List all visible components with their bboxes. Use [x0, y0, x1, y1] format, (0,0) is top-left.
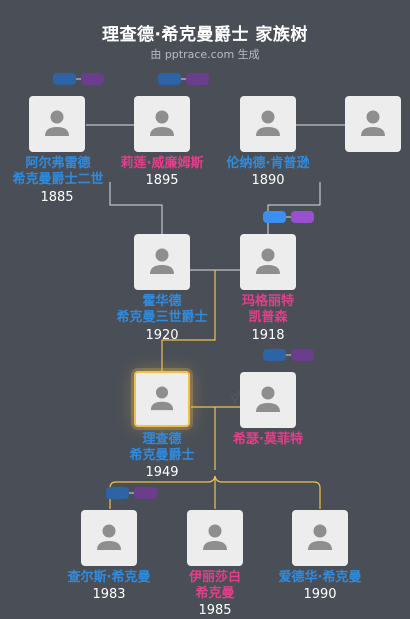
person-avatar-icon [361, 110, 385, 136]
person-birth-year: 1990 [303, 587, 337, 602]
person-name-line1: 查尔斯·希克曼 [67, 570, 151, 585]
person-name-line1: 玛格丽特 [241, 294, 294, 309]
expand-toggles-p2[interactable] [158, 73, 218, 85]
expand-spouse-toggle[interactable] [186, 73, 209, 85]
expand-up-toggle[interactable] [158, 73, 181, 85]
person-card-p1[interactable] [29, 96, 85, 152]
person-card-p8[interactable] [240, 372, 296, 428]
person-birth-year: 1985 [198, 603, 232, 618]
person-name-line1: 伦纳德·肯普逊 [226, 156, 310, 171]
expand-spouse-toggle[interactable] [81, 73, 104, 85]
expand-spouse-toggle[interactable] [291, 211, 314, 223]
person-name-line1: 希瑟·莫菲特 [233, 432, 303, 447]
expand-spouse-toggle[interactable] [134, 487, 157, 499]
person-card-p7-focus[interactable] [134, 371, 190, 427]
person-avatar-icon [97, 524, 121, 550]
page-title: 理查德·希克曼爵士 家族树 [102, 25, 308, 45]
expand-spouse-toggle[interactable] [291, 349, 314, 361]
expand-up-toggle[interactable] [263, 211, 286, 223]
person-card-p11[interactable] [292, 510, 348, 566]
descent-line-p6 [267, 182, 321, 234]
person-birth-year: 1949 [145, 465, 179, 480]
expand-up-toggle[interactable] [53, 73, 76, 85]
person-card-p9[interactable] [81, 510, 137, 566]
person-name-line1: 理查德 [142, 432, 182, 447]
person-avatar-icon [150, 248, 174, 274]
person-name-line2: 凯普森 [248, 310, 288, 325]
person-avatar-icon [203, 524, 227, 550]
person-birth-year: 1895 [145, 173, 179, 188]
person-birth-year: 1890 [251, 173, 285, 188]
expand-up-toggle[interactable] [263, 349, 286, 361]
person-avatar-icon [45, 110, 69, 136]
descent-line-p5 [109, 182, 163, 234]
person-name-line2: 希克曼三世爵士 [116, 310, 208, 325]
person-card-p10[interactable] [187, 510, 243, 566]
person-card-p2[interactable] [134, 96, 190, 152]
person-avatar-icon [150, 386, 174, 411]
person-birth-year: 1920 [145, 328, 179, 343]
expand-toggles-p1[interactable] [53, 73, 113, 85]
person-name-line1: 莉莲·威廉姆斯 [120, 156, 204, 171]
person-card-p5[interactable] [134, 234, 190, 290]
expand-toggles-p6[interactable] [263, 211, 323, 223]
descent-line-p7 [161, 270, 216, 371]
person-name-line2: 希克曼爵士 [129, 448, 195, 463]
person-birth-year: 1983 [92, 587, 126, 602]
page-subtitle: 由 pptrace.com 生成 [150, 48, 260, 61]
person-birth-year: 1918 [251, 328, 285, 343]
person-birth-year: 1885 [40, 190, 74, 205]
person-avatar-icon [256, 110, 280, 136]
person-avatar-icon [256, 248, 280, 274]
person-avatar-icon [256, 386, 280, 412]
person-name-line2: 希克曼 [195, 586, 235, 601]
person-avatar-icon [150, 110, 174, 136]
expand-up-toggle[interactable] [106, 487, 129, 499]
expand-toggles-p8[interactable] [263, 349, 323, 361]
person-name-line2: 希克曼爵士二世 [12, 172, 104, 187]
person-name-line1: 霍华德 [142, 294, 182, 309]
person-card-p6[interactable] [240, 234, 296, 290]
person-name-line1: 伊丽莎白 [188, 570, 241, 585]
expand-toggles-p9[interactable] [106, 487, 166, 499]
person-name-line1: 阿尔弗雷德 [25, 156, 91, 171]
person-avatar-icon [308, 524, 332, 550]
person-card-p3[interactable] [240, 96, 296, 152]
person-card-p4[interactable] [345, 96, 401, 152]
person-name-line1: 爱德华·希克曼 [278, 570, 362, 585]
